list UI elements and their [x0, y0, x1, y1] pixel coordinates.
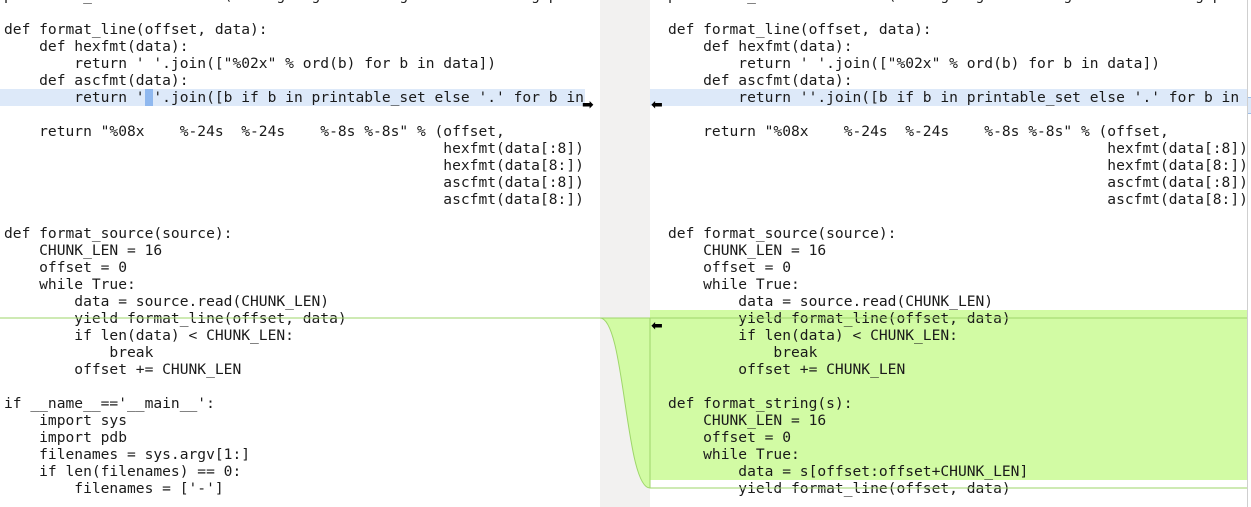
code-line: return ''.join([b if b in printable_set …	[650, 89, 1247, 106]
code-line: break	[4, 344, 154, 361]
code-line: def ascfmt(data):	[668, 72, 853, 89]
arrow-right-icon[interactable]: ➡	[582, 97, 594, 113]
code-line: if len(filenames) == 0:	[4, 463, 242, 480]
code-line: filenames = sys.argv[1:]	[4, 446, 251, 463]
code-line: def hexfmt(data):	[4, 38, 189, 55]
code-line: offset += CHUNK_LEN	[4, 361, 242, 378]
code-line: hexfmt(data[8:]),	[668, 157, 1247, 174]
code-line: data = s[offset:offset+CHUNK_LEN]	[650, 463, 1247, 480]
code-line: data = source.read(CHUNK_LEN)	[4, 293, 330, 310]
code-line: return ' '.join([b if b in printable_set…	[0, 89, 585, 106]
code-line: def format_string(s):	[650, 395, 1247, 412]
code-line: import sys	[4, 412, 128, 429]
code-line: CHUNK_LEN = 16	[650, 412, 1247, 429]
code-line: while True:	[668, 276, 800, 293]
code-line: break	[650, 344, 1247, 361]
code-line: import pdb	[4, 429, 128, 446]
code-line: offset = 0	[650, 429, 1247, 446]
code-line: hexfmt(data[8:]),	[4, 157, 585, 174]
right-file-pane[interactable]: printable_set = frozenset(string.digits+…	[650, 0, 1247, 507]
right-code-lines: printable_set = frozenset(string.digits+…	[650, 0, 1247, 497]
code-line: printable_set = frozenset(string.digits+…	[650, 0, 1247, 4]
code-line: CHUNK_LEN = 16	[668, 242, 827, 259]
code-line: hexfmt(data[:8]),	[668, 140, 1247, 157]
code-line: offset = 0	[4, 259, 128, 276]
code-line: return "%08x %-24s %-24s %-8s %-8s" % (o…	[4, 123, 505, 140]
code-line: if len(data) < CHUNK_LEN:	[4, 327, 294, 344]
insert-connector-shape	[599, 317, 651, 489]
scrollbar-edge[interactable]	[1247, 0, 1248, 507]
code-line: def ascfmt(data):	[4, 72, 189, 89]
left-code-lines: printable_set = frozenset(string.digits+…	[0, 0, 600, 497]
code-line: hexfmt(data[:8]),	[4, 140, 585, 157]
left-file-pane[interactable]: printable_set = frozenset(string.digits+…	[0, 0, 600, 507]
code-line: offset += CHUNK_LEN	[650, 361, 1247, 378]
code-line: return ' '.join(["%02x" % ord(b) for b i…	[4, 55, 497, 72]
code-line: data = source.read(CHUNK_LEN)	[668, 293, 994, 310]
code-line: ascfmt(data[8:]))	[668, 191, 1247, 208]
code-line: def hexfmt(data):	[668, 38, 853, 55]
code-line: if len(data) < CHUNK_LEN:	[650, 327, 1247, 344]
code-line: def format_line(offset, data):	[668, 21, 932, 38]
code-line: def format_source(source):	[668, 225, 897, 242]
code-line: while True:	[4, 276, 136, 293]
code-line: while True:	[650, 446, 1247, 463]
code-line: printable_set = frozenset(string.digits+…	[0, 0, 585, 4]
code-line: return ' '.join(["%02x" % ord(b) for b i…	[668, 55, 1161, 72]
code-line: filenames = ['-']	[4, 480, 224, 497]
code-line: ascfmt(data[8:]))	[4, 191, 585, 208]
code-line: ascfmt(data[:8]),	[668, 174, 1247, 191]
code-line: offset = 0	[668, 259, 792, 276]
code-line: def format_source(source):	[4, 225, 233, 242]
code-line: ascfmt(data[:8]),	[4, 174, 585, 191]
code-line: CHUNK_LEN = 16	[4, 242, 163, 259]
inline-change-highlight	[144, 89, 154, 106]
arrow-left-icon[interactable]: ⬅	[651, 318, 663, 334]
code-line	[650, 378, 1247, 395]
code-line: return "%08x %-24s %-24s %-8s %-8s" % (o…	[668, 123, 1169, 140]
arrow-left-icon[interactable]: ⬅	[651, 97, 663, 113]
code-line: def format_line(offset, data):	[4, 21, 268, 38]
code-line: if __name__=='__main__':	[4, 395, 215, 412]
